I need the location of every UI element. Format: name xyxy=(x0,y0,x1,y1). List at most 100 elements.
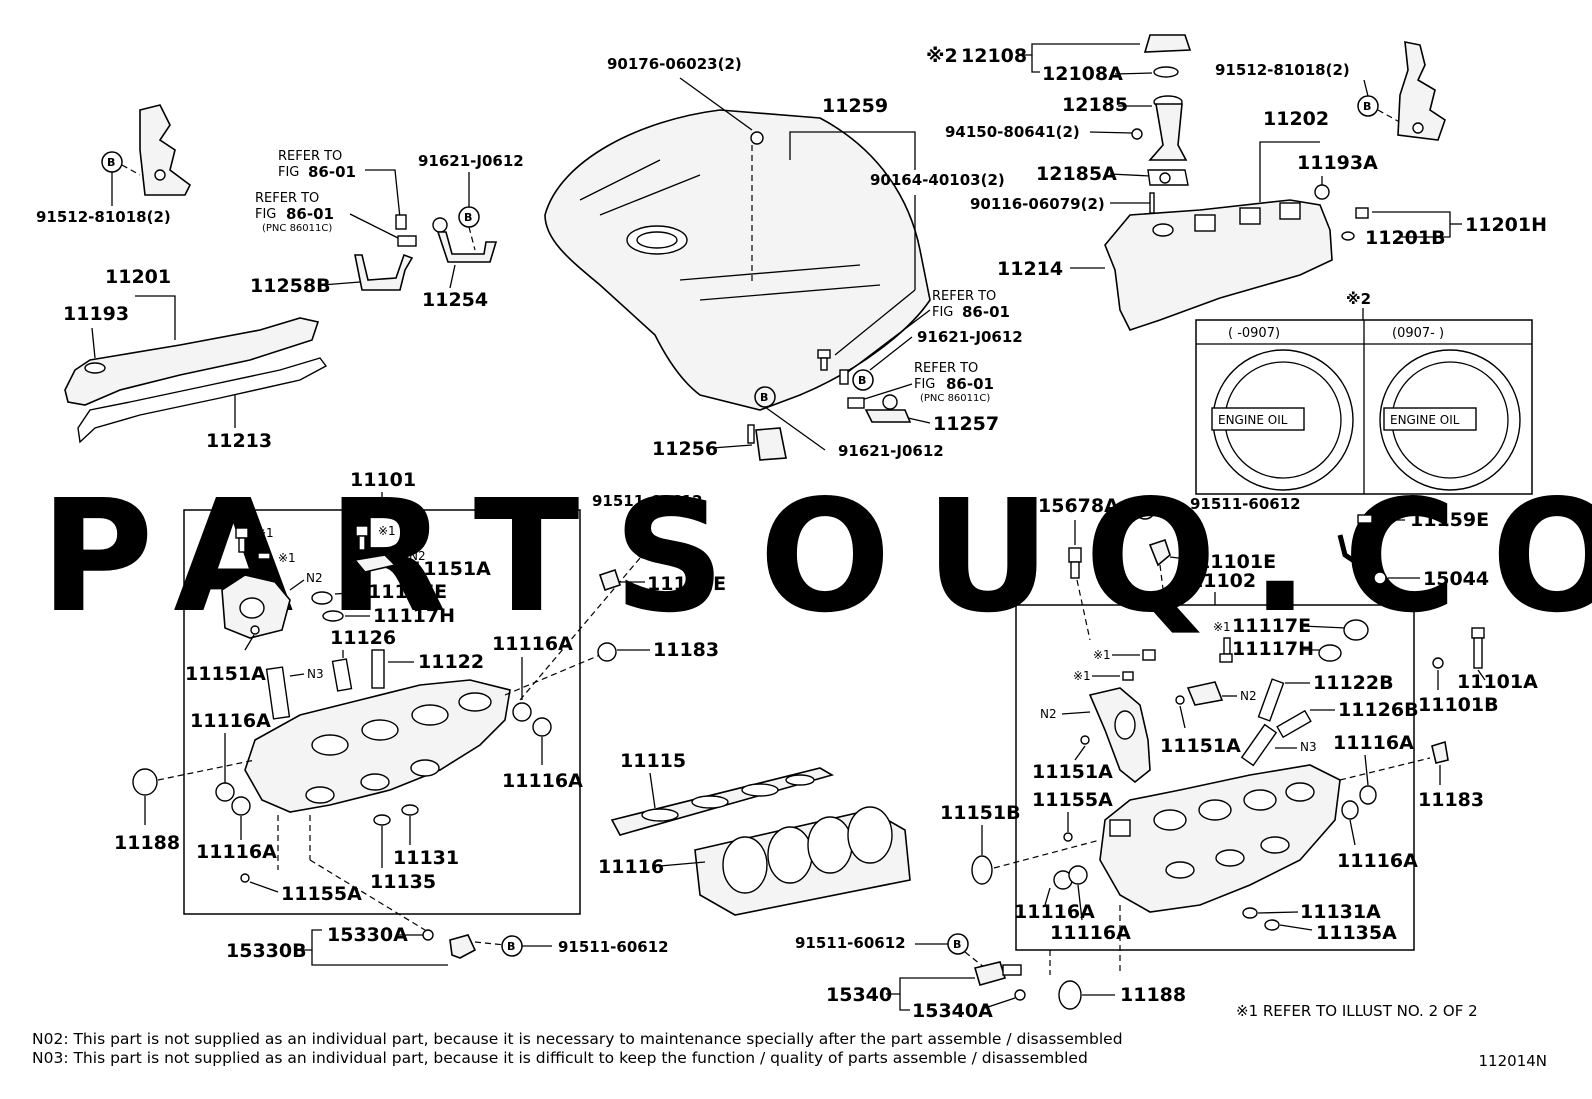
left-bracket xyxy=(139,104,192,196)
label-91621-b: 91621-J0612 xyxy=(917,328,1023,346)
label-11258B: 11258B xyxy=(250,275,331,297)
label-11159E: 11159E xyxy=(1410,509,1489,531)
svg-text:REFER TO: REFER TO xyxy=(932,289,996,304)
right-cylinder-head xyxy=(1099,764,1341,913)
label-11201: 11201 xyxy=(105,266,171,288)
svg-text:N3: N3 xyxy=(307,667,324,681)
label-11151A-a: 11151A xyxy=(410,558,491,580)
svg-text:REFER TO: REFER TO xyxy=(278,149,342,164)
svg-text:N3: N3 xyxy=(1300,740,1317,754)
label-90164: 90164-40103(2) xyxy=(870,171,1005,189)
svg-text:B: B xyxy=(507,940,515,953)
svg-text:※1: ※1 xyxy=(1073,669,1091,683)
left-cylinder-head xyxy=(244,679,511,813)
svg-text:N2: N2 xyxy=(1240,689,1257,703)
label-11116A-h: 11116A xyxy=(1050,922,1131,944)
sensor-15340 xyxy=(973,961,1022,986)
sensor-15678a xyxy=(1068,547,1082,579)
label-91621-c: 91621-J0612 xyxy=(838,442,944,460)
svg-text:86-01: 86-01 xyxy=(308,163,356,181)
engine-cover xyxy=(544,109,931,411)
svg-text:N2: N2 xyxy=(306,571,323,585)
label-91511-a: 91511-60612 xyxy=(592,492,703,510)
svg-text:86-01: 86-01 xyxy=(286,205,334,223)
label-11116A-f: 11116A xyxy=(1337,850,1418,872)
left-head-box xyxy=(183,509,581,915)
svg-text:REFER TO: REFER TO xyxy=(255,191,319,206)
label-11117E-b: 11117E xyxy=(1232,615,1311,637)
refer-fig-86-01-c: REFER TO FIG 86-01 xyxy=(932,289,1010,321)
svg-text:B: B xyxy=(953,938,961,951)
svg-text:86-01: 86-01 xyxy=(962,303,1010,321)
label-11213: 11213 xyxy=(206,430,272,452)
label-11122B: 11122B xyxy=(1313,672,1394,694)
label-12108-mark: ※2 xyxy=(926,45,958,67)
label-94150: 94150-80641(2) xyxy=(945,123,1080,141)
footnotes: N02: This part is not supplied as an ind… xyxy=(32,1030,1123,1068)
badge-b-left-bracket: B xyxy=(101,151,123,173)
right-valve-cover xyxy=(1104,199,1333,331)
svg-text:B: B xyxy=(640,542,648,555)
timing-housing-left xyxy=(221,574,291,639)
label-11155A-b: 11155A xyxy=(1032,789,1113,811)
gasket-12185a xyxy=(1147,169,1189,186)
label-11135A: 11135A xyxy=(1316,922,1397,944)
svg-text:※1: ※1 xyxy=(278,551,296,565)
bracket-11254 xyxy=(432,217,498,263)
label-15330B: 15330B xyxy=(226,940,307,962)
label-11101E-b: 11101E xyxy=(1197,551,1276,573)
timing-housing-right xyxy=(1088,687,1151,784)
label-11126B: 11126B xyxy=(1338,699,1419,721)
label-15330A: 15330A xyxy=(327,924,408,946)
label-15340: 15340 xyxy=(826,984,892,1006)
svg-text:※1: ※1 xyxy=(1213,620,1231,634)
oil-filler-tube xyxy=(1148,95,1188,161)
svg-text:B: B xyxy=(107,156,115,169)
bolt-11101a xyxy=(1471,627,1485,669)
label-11117E-a: 11117E xyxy=(368,581,447,603)
label-11102: 11102 xyxy=(1190,570,1256,592)
bracket-11257 xyxy=(847,394,912,423)
left-valve-cover xyxy=(64,317,328,444)
label-11117H-a: 11117H xyxy=(373,605,455,627)
label-12108: 12108 xyxy=(961,45,1027,67)
refer-fig-86-01-b: REFER TO FIG 86-01 (PNC 86011C) xyxy=(255,191,334,234)
label-91512-right: 91512-81018(2) xyxy=(1215,61,1350,79)
refer-fig-86-01-d: REFER TO FIG 86-01 (PNC 86011C) xyxy=(914,361,994,404)
label-11188-b: 11188 xyxy=(1120,984,1186,1006)
label-11254: 11254 xyxy=(422,289,488,311)
svg-text:FIG: FIG xyxy=(255,207,276,222)
label-11155A-a: 11155A xyxy=(281,883,362,905)
svg-text:(PNC 86011C): (PNC 86011C) xyxy=(920,393,990,404)
label-11116A-b: 11116A xyxy=(502,770,583,792)
label-11116: 11116 xyxy=(598,856,664,878)
bolt-90164 xyxy=(817,349,831,371)
label-11151B: 11151B xyxy=(940,802,1021,824)
diagram-reference-code: 112014N xyxy=(1478,1052,1547,1070)
svg-text:B: B xyxy=(858,374,866,387)
svg-text:B: B xyxy=(1140,503,1148,516)
label-11116A-g: 11116A xyxy=(1014,901,1095,923)
svg-text:N2: N2 xyxy=(409,549,426,563)
badge-b-91511-b: B xyxy=(501,935,523,957)
label-11101E-a: 11101E xyxy=(647,573,726,595)
badge-b-91511-d: B xyxy=(947,933,969,955)
svg-text:ENGINE OIL: ENGINE OIL xyxy=(1390,413,1460,427)
label-11115: 11115 xyxy=(620,750,686,772)
label-11202: 11202 xyxy=(1263,108,1329,130)
badge-b-91511-a: B xyxy=(634,537,656,559)
svg-text:※1: ※1 xyxy=(256,526,274,540)
label-11214: 11214 xyxy=(997,258,1063,280)
badge-b-91621-b: B xyxy=(852,369,874,391)
label-11126: 11126 xyxy=(330,627,396,649)
inset-mark: ※2 xyxy=(1346,290,1371,308)
label-11183-b: 11183 xyxy=(1418,789,1484,811)
label-11188-a: 11188 xyxy=(114,832,180,854)
label-11122: 11122 xyxy=(418,651,484,673)
svg-text:REFER TO: REFER TO xyxy=(914,361,978,376)
inset-oil-cap-variants: ( -0907) (0907- ) ENGINE OIL ENGINE OIL xyxy=(1195,319,1533,495)
label-91511-c: 91511-60612 xyxy=(1190,495,1301,513)
label-11117H-b: 11117H xyxy=(1232,638,1314,660)
label-11193: 11193 xyxy=(63,303,129,325)
